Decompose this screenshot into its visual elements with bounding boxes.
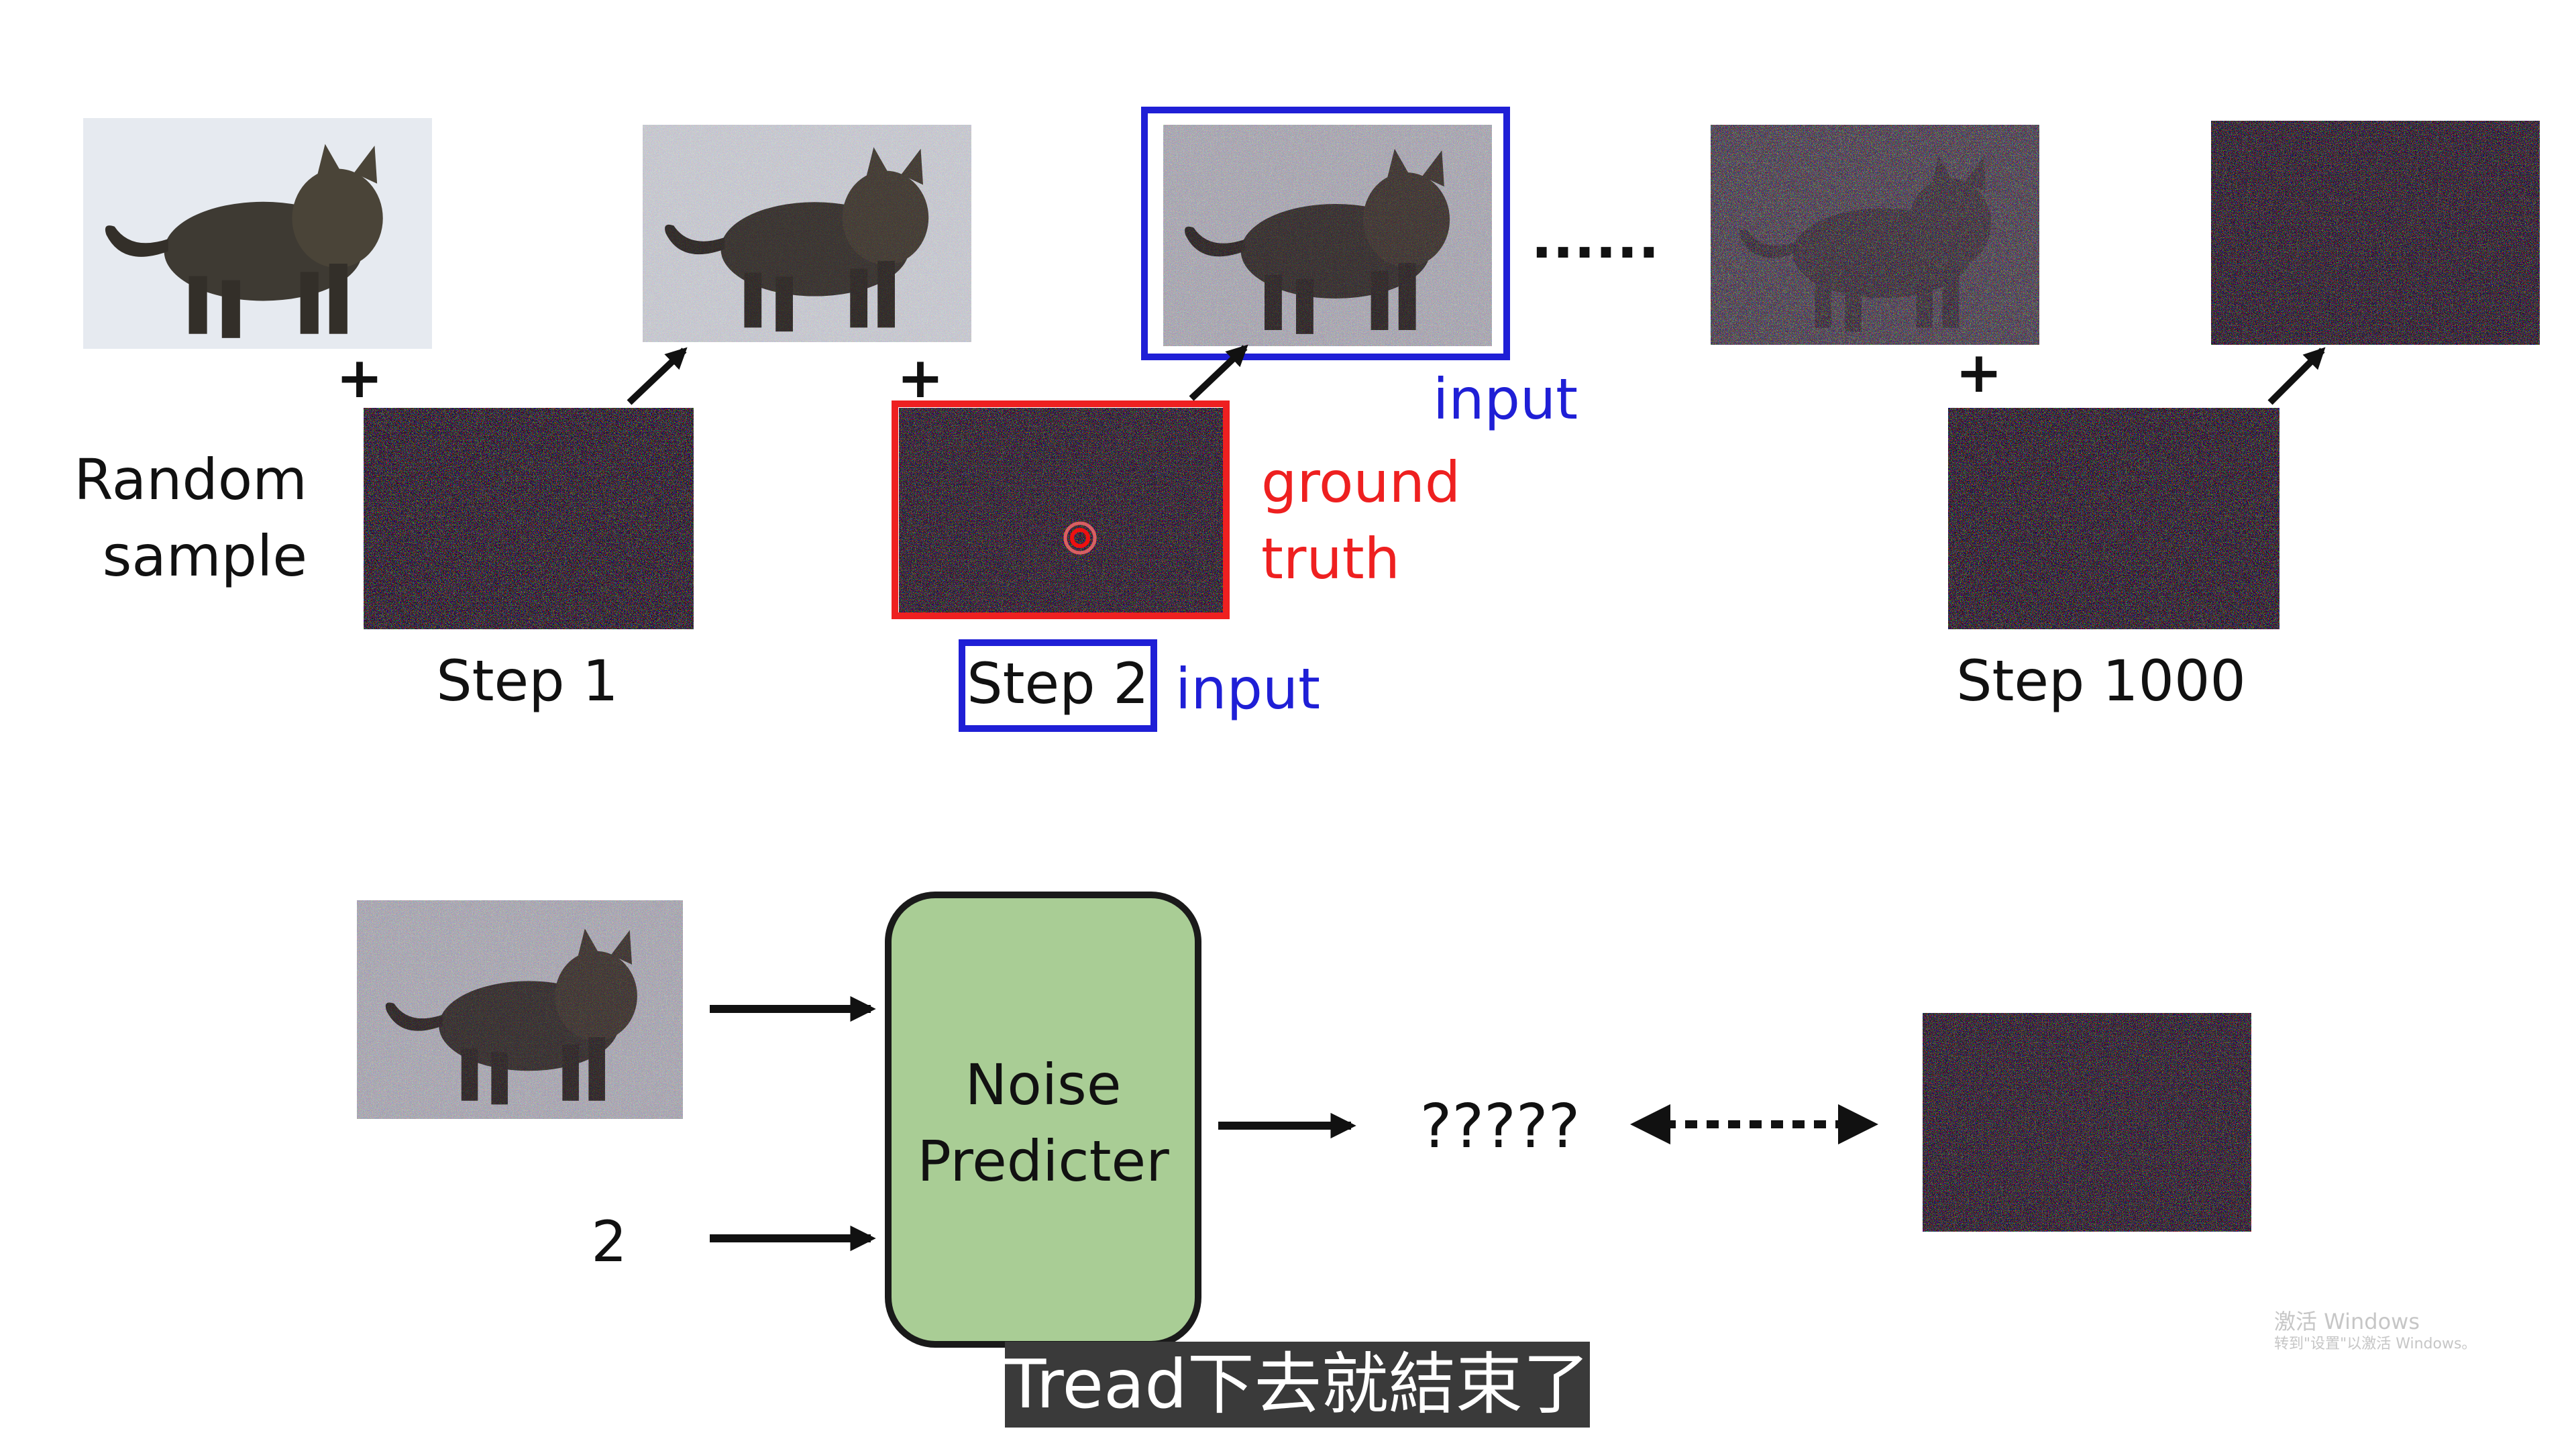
windows-activation-watermark: 激活 Windows 转到"设置"以激活 Windows。 [2274, 1308, 2476, 1354]
input-label: input [1433, 366, 1578, 432]
unknown-output-label: ????? [1420, 1091, 1580, 1162]
ground-truth-frame [892, 400, 1230, 619]
arrow-icon [1189, 344, 1248, 401]
step1-noise-image [364, 408, 694, 629]
step1000-noise-image [1948, 408, 2279, 629]
watermark-line1: 激活 Windows [2274, 1309, 2420, 1334]
plus-sign-3: + [1955, 339, 2002, 405]
input-frame [1141, 107, 1510, 360]
random-sample-label-line2: sample [103, 523, 307, 589]
arrow-icon [2267, 347, 2326, 405]
random-sample-label-line1: Random [74, 447, 307, 513]
plus-sign-1: + [336, 345, 383, 411]
watermark-line2: 转到"设置"以激活 Windows。 [2274, 1336, 2477, 1352]
video-subtitle-text: Tread下去就結束了 [1005, 1345, 1590, 1424]
cursor-ring-icon [1063, 521, 1097, 555]
step999-image [1711, 125, 2039, 345]
ground-truth-label-line1: ground [1261, 449, 1460, 515]
noise-predictor-input-image [357, 900, 683, 1119]
step2-result-image [1163, 125, 1492, 346]
step2-input-frame [959, 639, 1157, 732]
plus-sign-2: + [897, 345, 944, 411]
noise-predictor-label-line2: Predicter [917, 1128, 1169, 1194]
step-number-input: 2 [591, 1209, 627, 1275]
clean-cat-image [83, 118, 432, 349]
dashed-double-arrow-icon [1630, 1104, 1878, 1144]
step1-label: Step 1 [436, 648, 618, 714]
step1-result-image [643, 125, 971, 342]
arrow-icon [627, 347, 688, 405]
step2-noise-image [899, 408, 1228, 616]
video-subtitle: Tread下去就結束了 [1005, 1342, 1590, 1428]
step1000-label: Step 1000 [1956, 648, 2246, 714]
noise-predictor-box [885, 892, 1201, 1348]
noise-predictor-label-line1: Noise [965, 1052, 1121, 1118]
target-noise-image [1923, 1013, 2251, 1232]
ellipsis: ...... [1531, 205, 1659, 271]
ground-truth-label-line2: truth [1261, 526, 1400, 592]
step2-input-label: input [1175, 656, 1320, 722]
step2-label: Step 2 [967, 651, 1148, 716]
step1000-result-image [2211, 121, 2540, 345]
